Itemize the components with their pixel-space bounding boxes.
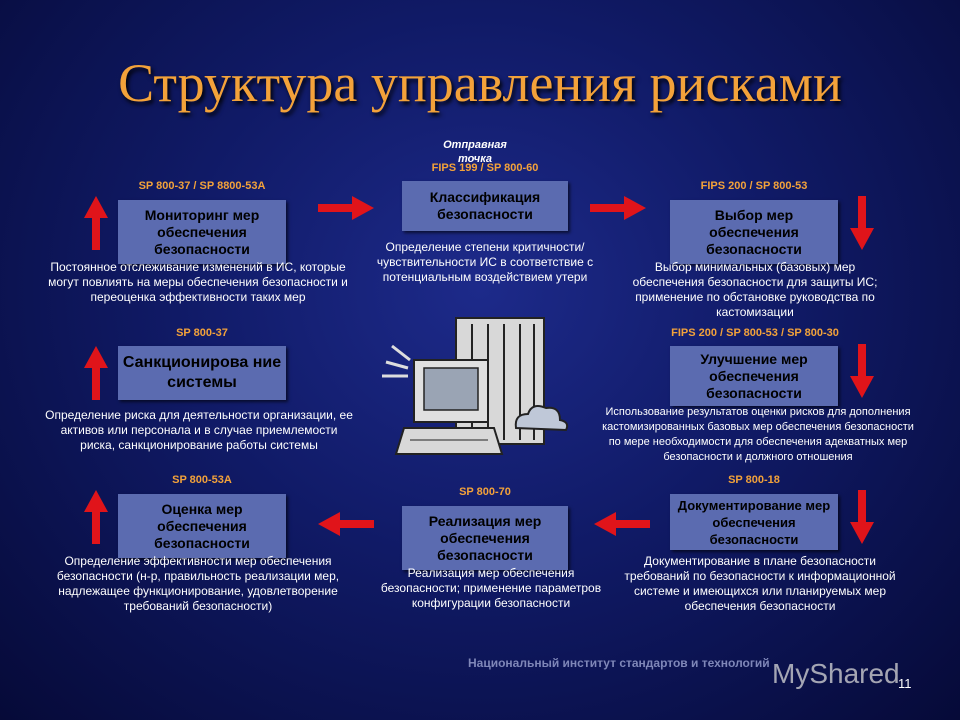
standard-improvement: FIPS 200 / SP 800-53 / SP 800-30 xyxy=(671,327,839,339)
box-implementation: Реализация мер обеспечения безопасности xyxy=(402,506,568,570)
arrow-up-icon xyxy=(84,196,108,250)
watermark-logo: MyShared xyxy=(772,658,900,689)
box-monitoring: Мониторинг мер обеспечения безопасности xyxy=(118,200,286,264)
page-number: 11 xyxy=(898,676,912,691)
standard-classification: FIPS 199 / SP 800-60 xyxy=(431,162,539,174)
desc-improvement: Использование результатов оценки рисков … xyxy=(602,406,914,463)
arrow-down-icon xyxy=(850,490,874,544)
standard-implementation: SP 800-70 xyxy=(459,486,511,498)
box-classification: Классификация безопасности xyxy=(402,181,568,231)
arrow-down-icon xyxy=(850,344,874,398)
box-improvement: Улучшение мер обеспечения безопасности xyxy=(670,346,838,406)
standard-documentation: SP 800-18 xyxy=(728,474,780,486)
box-selection: Выбор мер обеспечения безопасности xyxy=(670,200,838,264)
desc-implementation: Реализация мер обеспечения безопасности;… xyxy=(380,566,602,610)
desc-classification: Определение степени критичности/чувствит… xyxy=(376,240,594,284)
box-authorization: Санкционирова ние системы xyxy=(118,346,286,400)
standard-monitoring: SP 800-37 / SP 8800-53A xyxy=(138,180,266,192)
arrow-up-icon xyxy=(84,490,108,544)
arrow-right-icon xyxy=(590,196,646,220)
standard-assessment: SP 800-53A xyxy=(172,474,232,486)
arrow-right-icon xyxy=(318,196,374,220)
arrow-left-icon xyxy=(318,512,374,536)
arrow-down-icon xyxy=(850,196,874,250)
start-point-label: Отправная точка xyxy=(443,139,507,165)
box-documentation: Документирование мер обеспечения безопас… xyxy=(670,494,838,550)
desc-authorization: Определение риска для деятельности орган… xyxy=(45,408,353,452)
desc-documentation: Документирование в плане безопасности тр… xyxy=(624,554,896,613)
computer-network-icon xyxy=(382,317,569,455)
arrow-left-icon xyxy=(594,512,650,536)
desc-assessment: Определение эффективности мер обеспечени… xyxy=(56,554,340,613)
standard-authorization: SP 800-37 xyxy=(176,327,228,339)
footer-institute: Национальный институт стандартов и техно… xyxy=(468,656,770,670)
box-assessment: Оценка мер обеспечения безопасности xyxy=(118,494,286,558)
desc-monitoring: Постоянное отслеживание изменений в ИС, … xyxy=(48,260,348,304)
slide-title: Структура управления рисками xyxy=(118,53,842,113)
arrow-up-icon xyxy=(84,346,108,400)
desc-selection: Выбор минимальных (базовых) мер обеспече… xyxy=(632,260,878,319)
standard-selection: FIPS 200 / SP 800-53 xyxy=(700,180,808,192)
